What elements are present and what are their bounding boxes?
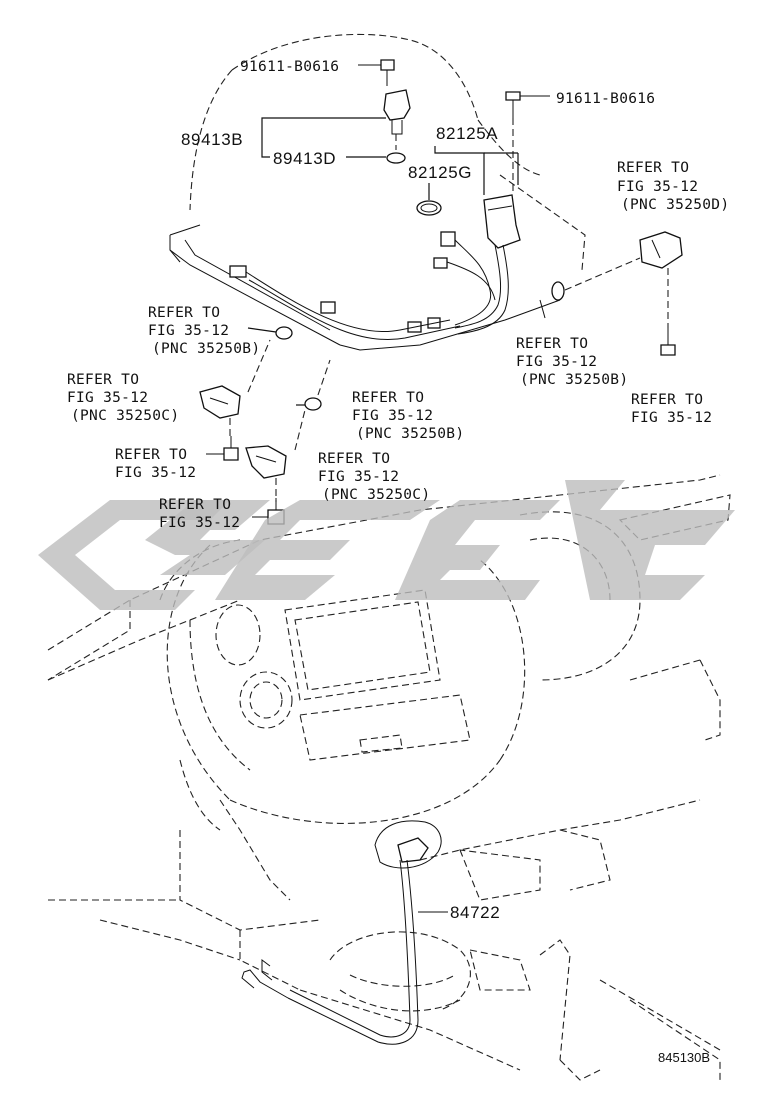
refer-line: FIG 35-12 (318, 469, 399, 485)
label-harness-82125a: 82125A (436, 124, 498, 143)
refer-line: REFER TO (115, 447, 187, 463)
refer-line: (PNC 35250D) (621, 197, 729, 213)
label-sensor-89413b: 89413B (181, 130, 243, 149)
refer-line: FIG 35-12 (516, 354, 597, 370)
refer-line: FIG 35-12 (148, 323, 229, 339)
transmission-case-outline (169, 33, 586, 351)
refer-callout-bolt-left: REFER TO FIG 35-12 (115, 447, 196, 481)
oring-left (275, 326, 293, 340)
bolt-lower-right (660, 268, 676, 356)
refer-callout-bolt-mid: REFER TO FIG 35-12 (159, 497, 240, 531)
refer-callout-35250c-mid: REFER TO FIG 35-12 (PNC 35250C) (318, 451, 430, 503)
part-labels: 91611-B0616 91611-B0616 89413B 89413D 82… (181, 59, 710, 1065)
watermark-logo (38, 480, 735, 610)
connector-left (199, 339, 271, 440)
refer-callout-bolt-right: REFER TO FIG 35-12 (631, 392, 712, 426)
refer-callout-35250c-left: REFER TO FIG 35-12 (PNC 35250C) (67, 372, 179, 424)
label-figure-id: 845130B (658, 1050, 710, 1065)
refer-line: REFER TO (516, 336, 588, 352)
refer-line: REFER TO (148, 305, 220, 321)
gasket-82125g (416, 200, 442, 216)
label-bolt-top-left: 91611-B0616 (240, 59, 339, 75)
refer-line: FIG 35-12 (159, 515, 240, 531)
refer-line: FIG 35-12 (352, 408, 433, 424)
refer-line: REFER TO (67, 372, 139, 388)
label-shift-lever-84722: 84722 (450, 903, 500, 922)
bolt-left (206, 436, 239, 461)
refer-to-callouts: REFER TO FIG 35-12 (PNC 35250D) REFER TO… (67, 160, 729, 531)
label-sensor-89413d: 89413D (273, 149, 336, 168)
refer-line: REFER TO (159, 497, 231, 513)
dashboard-outline (47, 474, 731, 1081)
refer-line: REFER TO (631, 392, 703, 408)
oring-mid (304, 397, 322, 411)
refer-line: (PNC 35250B) (152, 341, 260, 357)
refer-callout-35250d: REFER TO FIG 35-12 (PNC 35250D) (617, 160, 729, 213)
leader-lines (247, 117, 519, 406)
connector-mid (245, 359, 331, 502)
sensor-89413b (358, 59, 411, 164)
refer-callout-35250b-mid: REFER TO FIG 35-12 (PNC 35250B) (352, 390, 464, 442)
refer-line: REFER TO (318, 451, 390, 467)
connector-right (564, 231, 683, 291)
harness-sensor-82125a (454, 194, 521, 335)
label-gasket-82125g: 82125G (408, 163, 472, 182)
refer-line: FIG 35-12 (617, 179, 698, 195)
refer-line: FIG 35-12 (115, 465, 196, 481)
refer-callout-35250b-left: REFER TO FIG 35-12 (PNC 35250B) (148, 305, 260, 357)
refer-line: FIG 35-12 (631, 410, 712, 426)
label-bolt-top-right: 91611-B0616 (556, 91, 655, 107)
refer-callout-35250b-right: REFER TO FIG 35-12 (PNC 35250B) (516, 336, 628, 388)
refer-line: REFER TO (617, 160, 689, 176)
refer-line: FIG 35-12 (67, 390, 148, 406)
refer-line: (PNC 35250C) (71, 408, 179, 424)
refer-line: (PNC 35250B) (356, 426, 464, 442)
refer-line: (PNC 35250B) (520, 372, 628, 388)
refer-line: REFER TO (352, 390, 424, 406)
oring-right (551, 281, 565, 301)
bolt-top-right (505, 91, 550, 195)
refer-line: (PNC 35250C) (322, 487, 430, 503)
shift-lever-84722 (241, 820, 448, 1045)
